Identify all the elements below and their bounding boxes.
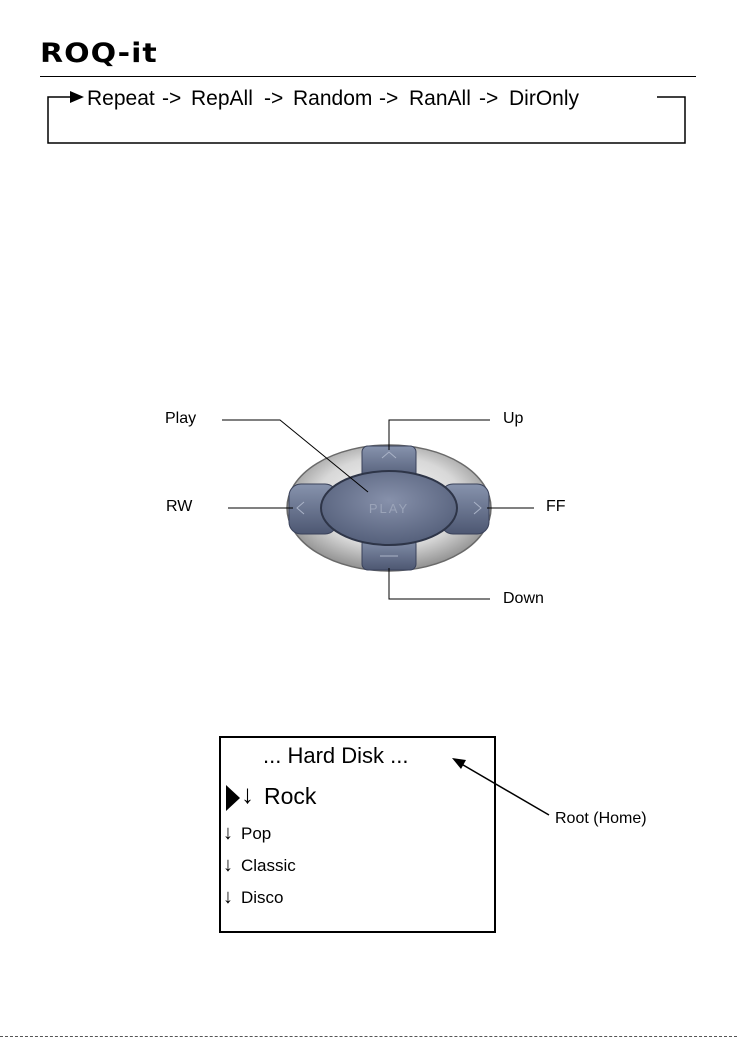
- page-bottom-divider: [0, 1036, 737, 1037]
- arrow-head-icon: [452, 758, 466, 769]
- root-callout-arrow: [0, 0, 737, 900]
- root-home-label: Root (Home): [555, 810, 647, 828]
